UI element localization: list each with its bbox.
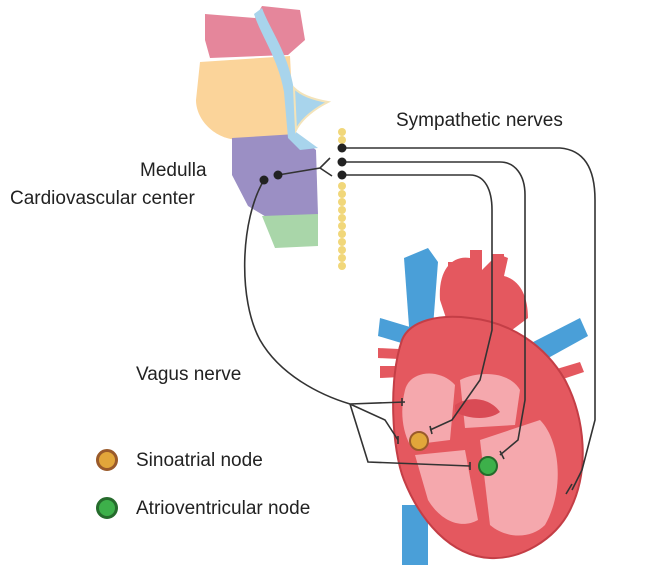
terminals [397, 398, 573, 495]
midbrain-region [205, 6, 305, 58]
aortic-branch-1 [448, 262, 460, 292]
atrioventricular-legend-icon [96, 497, 118, 519]
pons-region [196, 56, 294, 140]
medulla-label: Medulla [140, 160, 207, 181]
aortic-branch-3 [492, 254, 504, 282]
valve-detail [455, 399, 500, 418]
sympathetic-chain [338, 128, 346, 270]
center-to-chain [277, 157, 333, 177]
sinoatrial-legend-label: Sinoatrial node [136, 450, 263, 471]
nerve-junctions [259, 143, 347, 185]
cardiovascular-center-label: Cardiovascular center [10, 188, 195, 209]
sinoatrial-legend-icon [96, 449, 118, 471]
right-ventricle [415, 450, 478, 524]
sinoatrial-node-marker [409, 431, 429, 451]
heart [378, 248, 588, 565]
nerve-pathways [243, 147, 596, 495]
spinal-start-region [262, 214, 318, 248]
sympathetic-nerve-1 [342, 147, 596, 491]
brainstem [196, 6, 332, 248]
sympathetic-nerves-label: Sympathetic nerves [396, 110, 563, 131]
vagus-nerve-label: Vagus nerve [136, 364, 242, 385]
vagus-nerve [243, 179, 471, 467]
ventricle-strip [254, 8, 318, 150]
right-atrium [402, 373, 455, 445]
aortic-branch-2 [470, 250, 482, 280]
atrioventricular-node-marker [478, 456, 498, 476]
sympathetic-nerve-3 [342, 174, 493, 431]
superior-vena-cava [404, 248, 438, 340]
aortic-arch [439, 250, 528, 330]
sympathetic-nerve-2 [342, 161, 526, 456]
atrioventricular-legend-label: Atrioventricular node [136, 498, 311, 519]
fourth-ventricle [292, 85, 332, 134]
left-ventricle [480, 420, 558, 536]
